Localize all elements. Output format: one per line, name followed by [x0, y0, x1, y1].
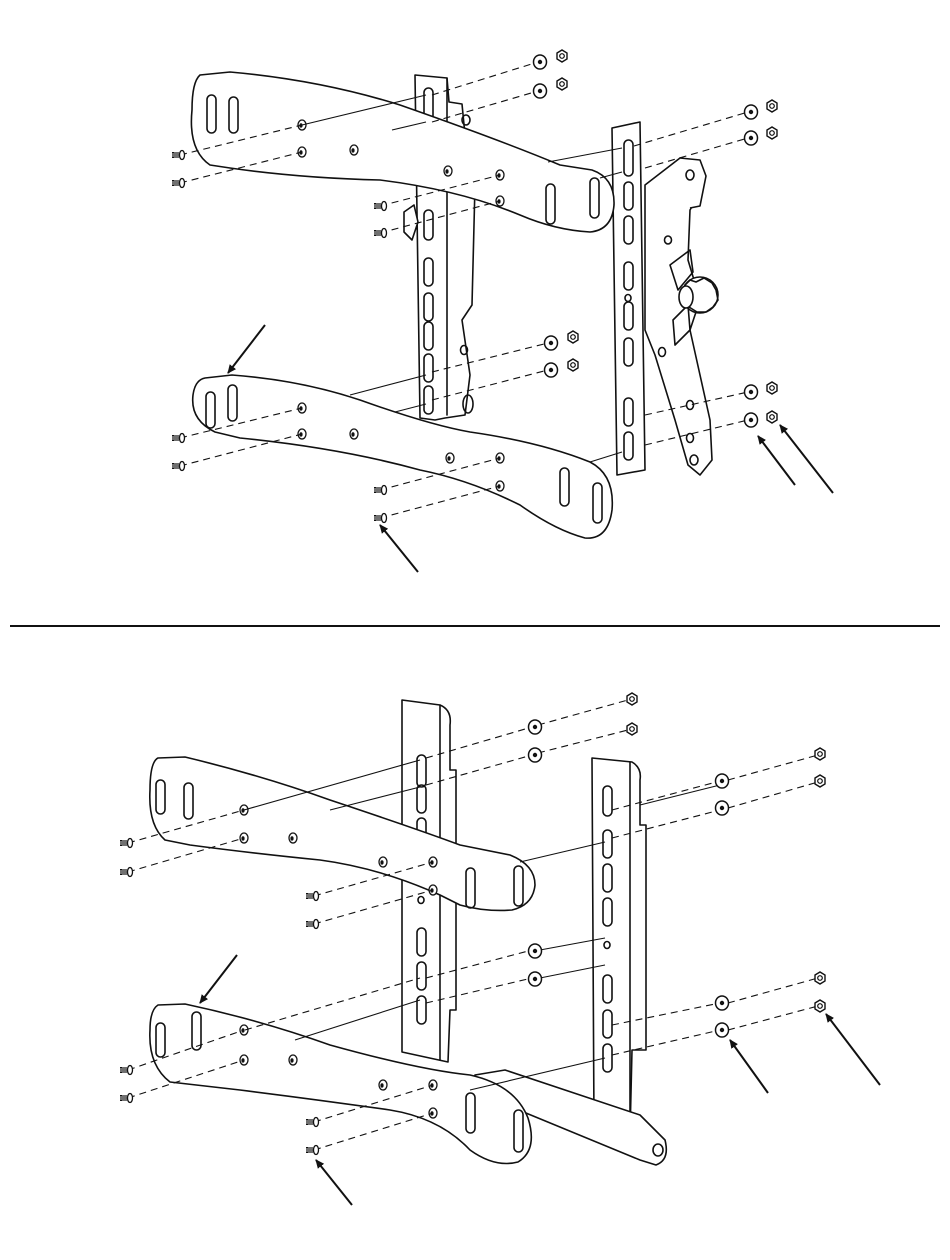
upper-arm-plate-top [191, 72, 614, 232]
nut-icon [767, 382, 777, 394]
screw-icon [172, 462, 185, 471]
nut-icon [767, 100, 777, 112]
screw-icon [120, 839, 133, 848]
washer-icon [745, 385, 758, 399]
nut-icon [568, 359, 578, 371]
nut-icon [568, 331, 578, 343]
screw-icon [374, 514, 387, 523]
washer-icon [529, 720, 542, 734]
nut-icon [767, 411, 777, 423]
screw-icon [172, 151, 185, 160]
bottom-assembly-panel [120, 693, 880, 1205]
lower-arm-plate-bottom [150, 1004, 532, 1164]
washer-icon [545, 363, 558, 377]
washer-icon [745, 105, 758, 119]
screw-icon [120, 868, 133, 877]
screw-icon [172, 179, 185, 188]
screw-icon [120, 1094, 133, 1103]
washer-icon [534, 55, 547, 69]
top-assembly-panel [172, 50, 833, 572]
nut-icon [627, 723, 637, 735]
nut-icon [627, 693, 637, 705]
nut-icon [767, 127, 777, 139]
screw-icon [120, 1066, 133, 1075]
screw-icon [374, 229, 387, 238]
right-rail-top [612, 122, 718, 475]
screw-icon [306, 920, 319, 929]
screw-icon [306, 1146, 319, 1155]
washer-icon [534, 84, 547, 98]
screw-icon [306, 892, 319, 901]
nut-icon [815, 1000, 825, 1012]
screw-icon [374, 486, 387, 495]
lower-arm-plate-top [193, 375, 613, 538]
nut-icon [815, 748, 825, 760]
nut-icon [815, 972, 825, 984]
nut-icon [557, 78, 567, 90]
washer-icon [529, 972, 542, 986]
screw-icon [374, 202, 387, 211]
washer-icon [745, 413, 758, 427]
nut-icon [815, 775, 825, 787]
washer-icon [545, 336, 558, 350]
washer-icon [716, 1023, 729, 1037]
washer-icon [745, 131, 758, 145]
screw-icon [172, 434, 185, 443]
washer-icon [716, 801, 729, 815]
nut-icon [557, 50, 567, 62]
washer-icon [716, 996, 729, 1010]
screw-icon [306, 1118, 319, 1127]
washer-icon [529, 748, 542, 762]
washer-icon [716, 774, 729, 788]
washer-icon [529, 944, 542, 958]
